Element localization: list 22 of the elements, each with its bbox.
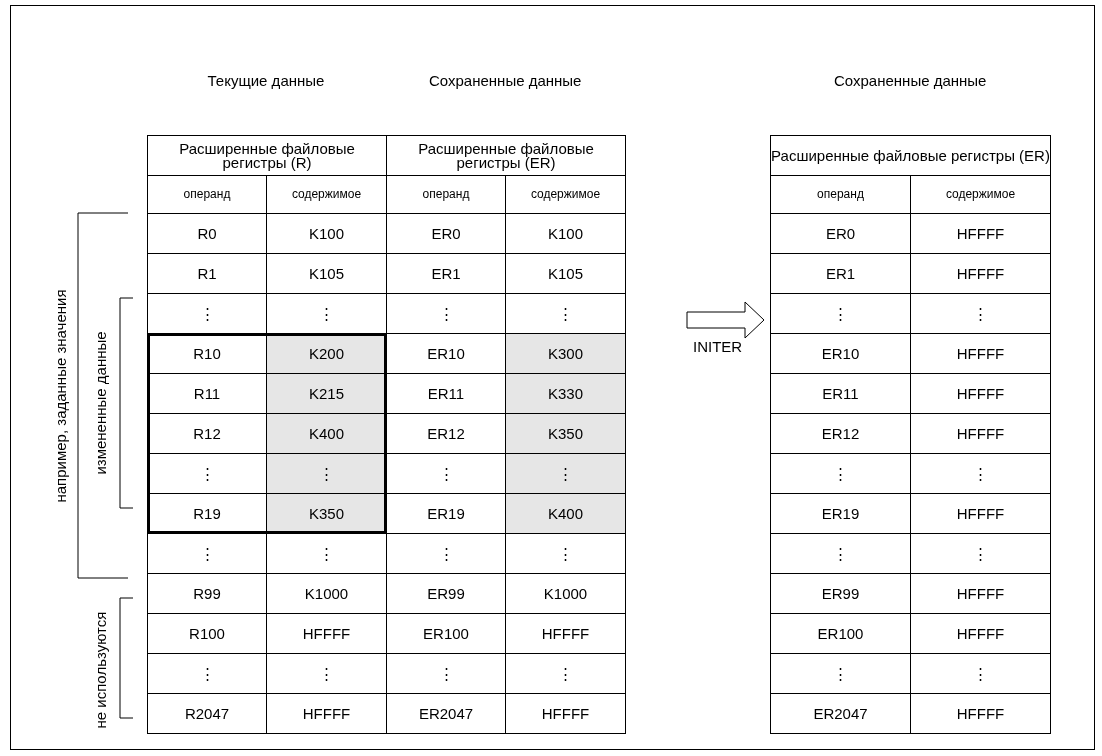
column-header: Расширенные файловые регистры (ER) bbox=[770, 135, 1051, 176]
table-cell: ER2047 bbox=[770, 693, 911, 734]
table-cell: K400 bbox=[266, 413, 387, 454]
bracket-label: измененные данные bbox=[91, 331, 109, 475]
bracket-label: не используются bbox=[91, 611, 109, 729]
column-header: Расширенные файловые регистры (R) bbox=[147, 135, 387, 176]
table-cell: K300 bbox=[505, 333, 626, 374]
table-cell: ⋮ bbox=[266, 453, 387, 494]
table-cell: HFFFF bbox=[505, 693, 626, 734]
table-cell: K215 bbox=[266, 373, 387, 414]
column-header: Расширенные файловые регистры (ER) bbox=[386, 135, 626, 176]
table-heading: Сохраненные данные bbox=[429, 72, 582, 89]
table-cell: R2047 bbox=[147, 693, 267, 734]
bracket-label: например, заданные значения bbox=[51, 288, 69, 503]
table-heading: Текущие данные bbox=[207, 72, 325, 89]
table-cell: ⋮ bbox=[505, 453, 626, 494]
table-cell: K350 bbox=[505, 413, 626, 454]
table-cell: K400 bbox=[505, 493, 626, 534]
arrow-label: INITER bbox=[693, 338, 743, 355]
table-heading: Сохраненные данные bbox=[834, 72, 987, 89]
table-cell: K330 bbox=[505, 373, 626, 414]
table-cell: HFFFF bbox=[910, 693, 1051, 734]
